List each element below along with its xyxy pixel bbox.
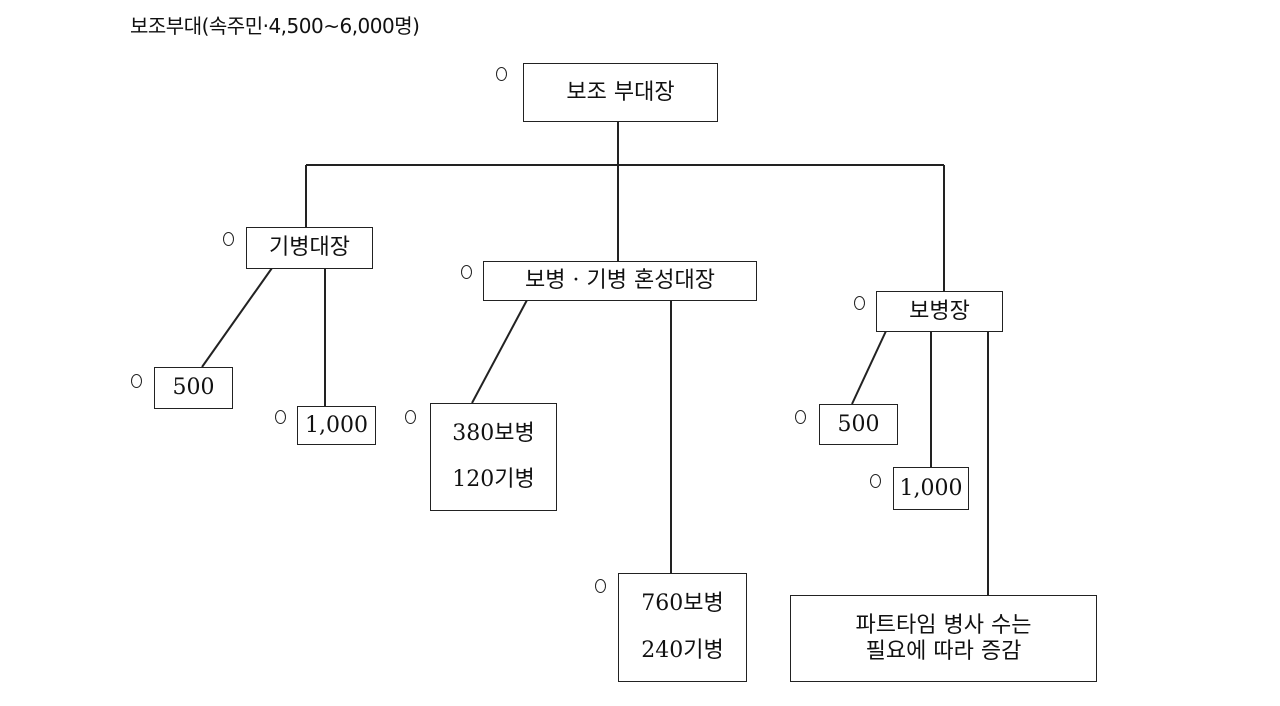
node-mixed-small: 380보병 120기병: [430, 403, 557, 511]
node-label: 120기병: [452, 467, 535, 492]
node-label: 기병대장: [269, 235, 350, 261]
node-label: 1,000: [305, 412, 368, 438]
node-cavalry-500: 500: [154, 367, 233, 409]
node-label: 보조 부대장: [566, 79, 675, 105]
node-mixed-large: 760보병 240기병: [618, 573, 747, 682]
bullet-circle-icon: [854, 296, 865, 310]
bullet-circle-icon: [870, 474, 881, 488]
bullet-circle-icon: [461, 265, 472, 279]
node-label: 380보병: [452, 420, 535, 446]
bullet-circle-icon: [131, 374, 142, 388]
node-label: 필요에 따라 증감: [865, 638, 1022, 664]
node-label: 500: [172, 375, 215, 401]
bullet-circle-icon: [223, 232, 234, 246]
node-label: 240기병: [641, 637, 724, 663]
node-parttime-note: 파트타임 병사 수는 필요에 따라 증감: [790, 595, 1097, 682]
node-label: 파트타임 병사 수는: [855, 613, 1032, 639]
bullet-circle-icon: [405, 410, 416, 424]
node-infantry-1000: 1,000: [893, 467, 969, 510]
node-label: 1,000: [899, 475, 963, 501]
node-mixed-commander: 보병 · 기병 혼성대장: [483, 261, 757, 301]
node-infantry-commander: 보병장: [876, 291, 1003, 332]
node-cavalry-1000: 1,000: [297, 406, 376, 445]
diagram-title: 보조부대(속주민·4,500~6,000명): [130, 14, 420, 38]
bullet-circle-icon: [275, 410, 286, 424]
bullet-circle-icon: [595, 579, 606, 593]
node-infantry-500: 500: [819, 404, 898, 445]
node-label: 500: [837, 411, 880, 437]
node-label: 보병장: [909, 298, 970, 324]
bullet-circle-icon: [795, 410, 806, 424]
node-label: 760보병: [641, 591, 724, 617]
node-label: 보병 · 기병 혼성대장: [525, 268, 715, 294]
bullet-circle-icon: [496, 67, 507, 81]
node-root: 보조 부대장: [523, 63, 718, 122]
node-cavalry-commander: 기병대장: [246, 227, 373, 269]
